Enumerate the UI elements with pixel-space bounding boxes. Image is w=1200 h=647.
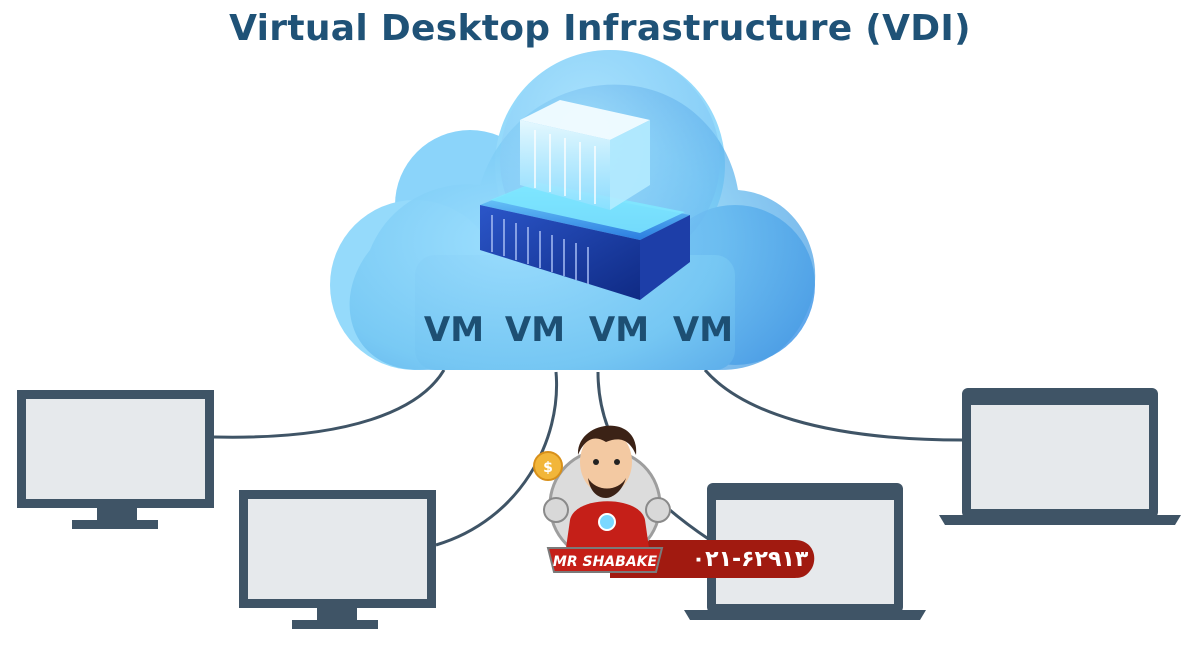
cable-to-monitor-1 <box>213 369 446 439</box>
vm-label-4: VM <box>673 310 733 350</box>
vm-label-2: VM <box>505 310 565 350</box>
laptop-2 <box>939 388 1181 525</box>
desktop-monitor-2 <box>239 490 436 629</box>
cable-to-monitor-2 <box>435 371 559 547</box>
cable-to-laptop-2 <box>703 369 964 442</box>
svg-text:$: $ <box>543 460 553 476</box>
brand-name: MR SHABAKE <box>553 554 658 570</box>
vm-label-1: VM <box>424 310 484 350</box>
brand-logo: ۰۲۱-۶۲۹۱۳ $ MR SHABAKE <box>533 425 815 578</box>
server-icon <box>480 100 690 300</box>
phone-number: ۰۲۱-۶۲۹۱۳ <box>692 547 809 572</box>
diagram-title: Virtual Desktop Infrastructure (VDI) <box>229 8 971 49</box>
desktop-monitor-1 <box>17 390 214 529</box>
vm-label-3: VM <box>589 310 649 350</box>
vm-labels: VM VM VM VM <box>424 310 733 350</box>
